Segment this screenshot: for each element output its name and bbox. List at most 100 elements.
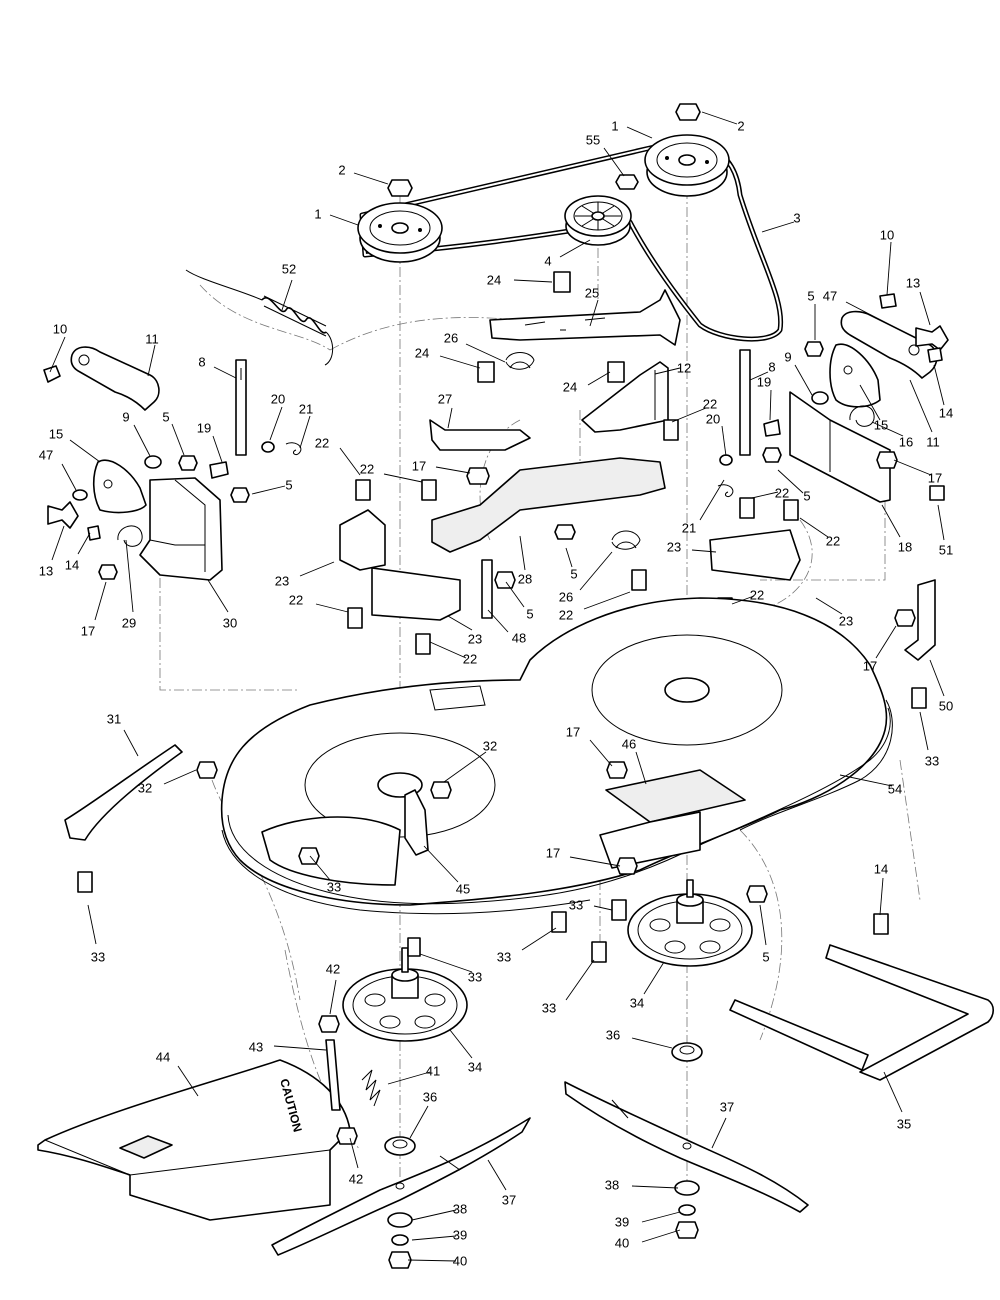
bolt-14-handle xyxy=(873,913,889,935)
leader-line-c25 xyxy=(589,299,599,327)
nut-32-left xyxy=(196,761,218,779)
leader-line-c13a xyxy=(51,525,65,561)
callout-c39b: 39 xyxy=(615,1214,629,1229)
spindle-housing-34-right xyxy=(627,879,753,967)
leader-line-c22f xyxy=(315,603,349,613)
bracket-46 xyxy=(599,769,746,869)
callout-c29: 29 xyxy=(122,615,136,630)
spring-41 xyxy=(361,1069,381,1107)
leader-line-c8a xyxy=(213,366,237,379)
callout-c55: 55 xyxy=(586,132,600,147)
leader-line-c3 xyxy=(761,221,795,233)
callout-c11b: 11 xyxy=(926,434,940,449)
blade-adapter-36-left xyxy=(384,1136,416,1156)
nut-17-center xyxy=(466,467,490,485)
leader-line-c20a xyxy=(269,406,283,441)
callout-c37b: 37 xyxy=(720,1099,734,1114)
baffle-23-right xyxy=(709,529,801,581)
bracket-30 xyxy=(139,477,223,581)
spindle-housing-34-left xyxy=(342,947,468,1042)
blade-37-left xyxy=(271,1117,531,1256)
bolts-33-spindle xyxy=(407,899,627,963)
leader-line-c33b xyxy=(87,904,97,945)
leader-line-c32b xyxy=(443,751,487,783)
callout-c16: 16 xyxy=(899,434,913,449)
leader-line-c45 xyxy=(423,845,459,883)
callout-c20a: 20 xyxy=(271,391,285,406)
spindle-pulley-right xyxy=(644,134,730,197)
leader-line-c14b xyxy=(933,364,945,406)
leader-line-c33g xyxy=(419,953,473,973)
callout-c54: 54 xyxy=(888,781,902,796)
arm-11-left xyxy=(70,346,160,411)
spring-16 xyxy=(849,405,875,427)
callout-c27: 27 xyxy=(438,391,452,406)
callout-c11a: 11 xyxy=(145,331,159,346)
leader-line-c22e xyxy=(799,517,829,538)
leader-line-c5b xyxy=(171,423,185,456)
leader-line-c9b xyxy=(794,364,813,396)
callout-c8a: 8 xyxy=(198,354,205,369)
callout-c33d: 33 xyxy=(569,897,583,912)
leader-line-c23c xyxy=(691,549,717,553)
callout-c23d: 23 xyxy=(839,613,853,628)
leader-line-c39b xyxy=(641,1211,681,1223)
callout-c22i: 22 xyxy=(463,651,477,666)
leader-line-c26b xyxy=(579,551,613,591)
leader-line-c21a xyxy=(299,415,311,449)
nut-5-left-lower xyxy=(230,487,250,503)
bellcrank-15-right xyxy=(829,343,881,408)
leader-line-c22a xyxy=(339,447,361,476)
leader-line-c24c xyxy=(587,371,611,386)
leader-line-c34a xyxy=(449,1029,473,1059)
leader-line-c12 xyxy=(654,367,681,375)
leader-line-c5e xyxy=(565,547,573,568)
bracket-31 xyxy=(64,744,183,841)
leader-line-c1b xyxy=(329,214,359,226)
nut-33-deck xyxy=(298,847,320,865)
callout-c34a: 34 xyxy=(468,1059,482,1074)
bracket-12 xyxy=(581,361,669,433)
shield-45 xyxy=(261,816,401,886)
leader-line-c47b xyxy=(845,301,897,329)
nut-40-left xyxy=(388,1251,412,1269)
callout-c48: 48 xyxy=(512,630,526,645)
leader-line-c19b xyxy=(769,389,772,421)
leader-line-c28 xyxy=(519,535,526,571)
leader-line-c29 xyxy=(125,539,134,613)
blade-37-right xyxy=(564,1081,809,1213)
bolt-10-right xyxy=(879,293,897,309)
hinge-rod-43 xyxy=(325,1039,341,1111)
leader-line-c33a xyxy=(309,855,331,881)
leader-line-c17e xyxy=(589,739,613,767)
baffle-23-center xyxy=(371,567,461,621)
leader-line-c37b xyxy=(711,1117,727,1149)
spring-29 xyxy=(117,525,143,547)
blade-washer-38-right xyxy=(674,1180,700,1196)
callout-c17e: 17 xyxy=(566,724,580,739)
spring-26-top xyxy=(505,352,535,370)
stud-19-left xyxy=(209,461,229,479)
callout-c33c: 33 xyxy=(925,753,939,768)
leader-line-c36a xyxy=(409,1105,429,1139)
callout-c5d: 5 xyxy=(803,488,810,503)
callout-c17f: 17 xyxy=(546,845,560,860)
leader-line-c32a xyxy=(163,769,197,785)
blade-adapter-36-right xyxy=(671,1042,703,1062)
leader-line-c42b xyxy=(349,1137,359,1169)
leader-line-c15b xyxy=(859,384,881,421)
callout-c40b: 40 xyxy=(615,1235,629,1250)
callout-c46: 46 xyxy=(622,736,636,751)
leader-line-c36b xyxy=(631,1037,673,1049)
callout-c1a: 1 xyxy=(611,118,618,133)
callout-c13b: 13 xyxy=(906,275,920,290)
callout-c12: 12 xyxy=(677,360,691,375)
leader-line-c5c xyxy=(251,485,286,495)
callout-c21b: 21 xyxy=(682,520,696,535)
leader-line-c54 xyxy=(839,774,893,787)
callout-c5b: 5 xyxy=(162,409,169,424)
callout-c45: 45 xyxy=(456,881,470,896)
leader-line-c41 xyxy=(387,1071,431,1085)
leader-line-c48 xyxy=(487,609,509,633)
